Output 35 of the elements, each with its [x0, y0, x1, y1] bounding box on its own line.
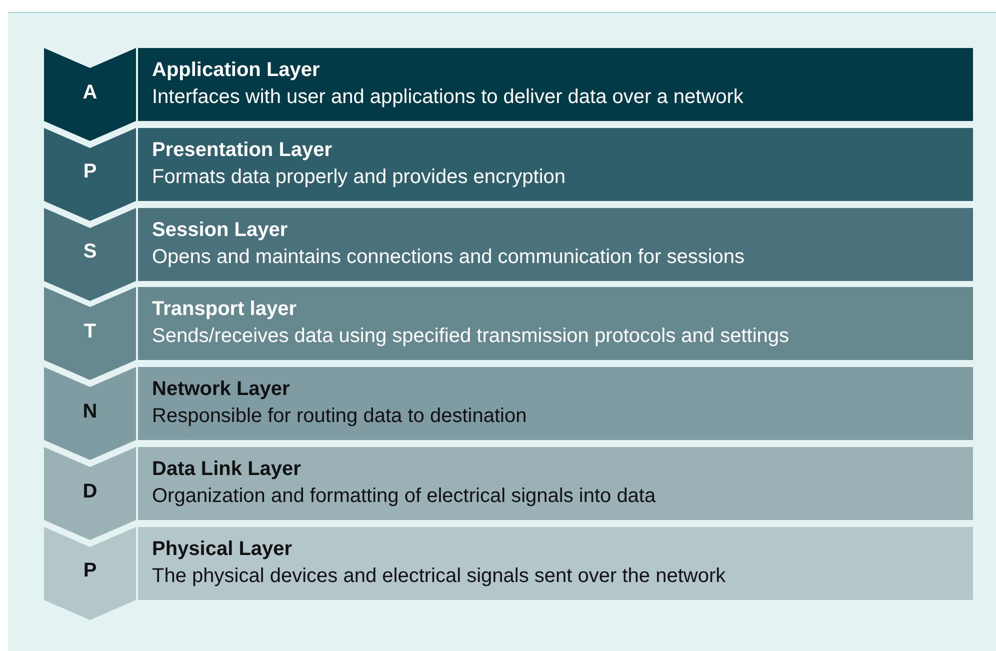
chevron-shape — [44, 287, 136, 380]
layer-title: Session Layer — [152, 218, 288, 243]
layer-bar — [138, 287, 973, 360]
layer-bar — [138, 128, 973, 201]
layer-letter: D — [82, 480, 98, 503]
layer-letter: N — [82, 400, 98, 424]
layer-bar — [138, 526, 973, 600]
layer-bar — [138, 208, 973, 281]
layer-description: The physical devices and electrical signals sent over the network — [152, 564, 726, 589]
chevron-shape — [44, 447, 136, 540]
chevron-shape — [44, 526, 136, 620]
chevron-shape — [44, 208, 136, 301]
layer-letter: P — [82, 560, 98, 583]
layer-letter: P — [82, 160, 98, 184]
layer-description: Organization and formatting of electrical signals into data — [152, 484, 656, 509]
layer-description: Responsible for routing data to destination — [152, 404, 527, 430]
layer-letter: A — [82, 81, 98, 104]
layer-description: Formats data properly and provides encryption — [152, 164, 566, 190]
layer-letter: T — [82, 320, 98, 344]
layer-bar — [138, 447, 973, 520]
layer-title: Application Layer — [152, 58, 320, 83]
layer-bar — [138, 48, 973, 121]
layer-title: Network Layer — [152, 377, 290, 402]
chevron-shape — [44, 128, 136, 221]
layer-title: Transport layer — [152, 297, 297, 322]
layer-letter: S — [82, 240, 98, 264]
layer-title: Physical Layer — [152, 536, 292, 562]
chevron-shape — [44, 367, 136, 460]
layer-title: Data Link Layer — [152, 457, 301, 482]
layer-bar — [138, 367, 973, 440]
layer-title: Presentation Layer — [152, 138, 332, 163]
layer-description: Interfaces with user and applications to deliver data over a network — [152, 85, 744, 110]
layer-description: Opens and maintains connections and communication for sessions — [152, 244, 745, 270]
layer-description: Sends/receives data using specified transmission protocols and settings — [152, 324, 790, 350]
chevron-shape — [44, 48, 136, 141]
